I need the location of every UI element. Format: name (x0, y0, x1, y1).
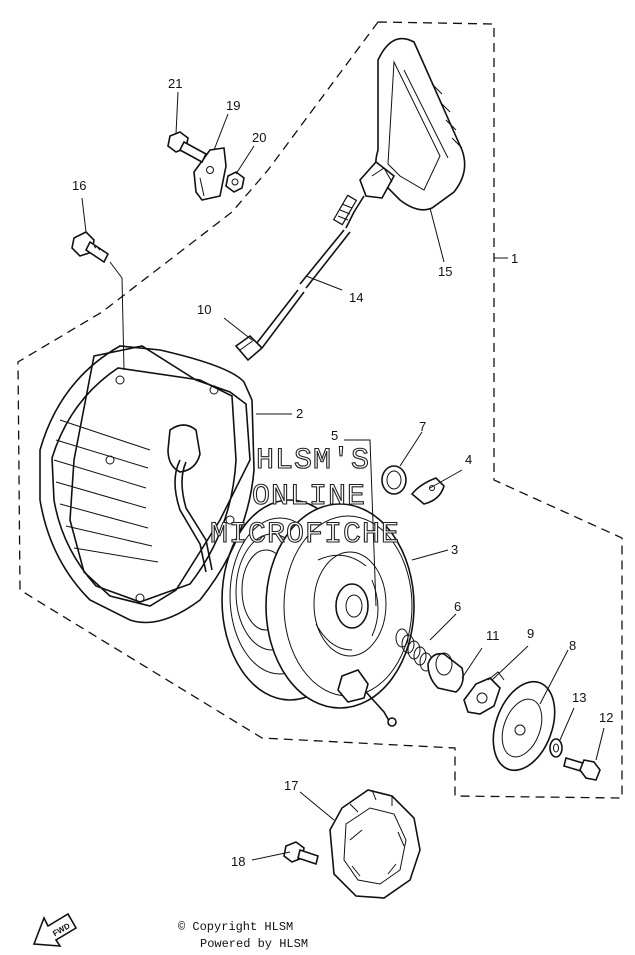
spring-6 (395, 628, 433, 672)
circlip-7 (381, 465, 407, 495)
watermark-line-3: MICROFICHE (210, 518, 400, 552)
watermark-line-2: ONLINE (252, 480, 366, 514)
callout-2: 2 (296, 406, 303, 421)
callout-3: 3 (451, 542, 458, 557)
bolt-16 (71, 231, 125, 371)
callout-19: 19 (226, 98, 240, 113)
callouts: 1 2 3 4 5 6 7 8 9 10 11 12 13 14 15 16 1… (72, 76, 613, 869)
callout-21: 21 (168, 76, 182, 91)
callout-5: 5 (331, 428, 338, 443)
callout-4: 4 (465, 452, 472, 467)
drive-pulley (221, 499, 415, 727)
leader-lines (81, 91, 605, 861)
callout-17: 17 (284, 778, 298, 793)
callout-18: 18 (231, 854, 245, 869)
pulley-cover-17 (329, 789, 421, 899)
friction-plate-8 (492, 680, 556, 772)
callout-20: 20 (252, 130, 266, 145)
callout-14: 14 (349, 290, 363, 305)
bolt-12 (563, 756, 601, 781)
callout-9: 9 (527, 626, 534, 641)
callout-11: 11 (486, 628, 500, 643)
rope-grommet (234, 334, 264, 362)
bolt-18 (283, 841, 319, 866)
washer-13 (549, 738, 563, 758)
watermark: HLSM'S ONLINE MICROFICHE (209, 443, 400, 552)
callout-8: 8 (569, 638, 576, 653)
collar-11 (427, 652, 464, 693)
callout-12: 12 (599, 710, 613, 725)
callout-16: 16 (72, 178, 86, 193)
fwd-arrow-icon: FWD (32, 912, 78, 947)
powered-by-text: Powered by HLSM (200, 937, 308, 951)
callout-13: 13 (572, 690, 586, 705)
footer: © Copyright HLSM Powered by HLSM (178, 920, 308, 951)
copyright-text: © Copyright HLSM (178, 920, 293, 934)
nut-20 (225, 171, 245, 193)
callout-7: 7 (419, 419, 426, 434)
watermark-line-1: HLSM'S (256, 444, 370, 478)
callout-15: 15 (438, 264, 452, 279)
pawl-4 (410, 477, 445, 505)
starter-handle (359, 37, 466, 211)
starter-case (39, 345, 255, 624)
ratchet-9 (463, 671, 505, 715)
callout-1: 1 (511, 251, 518, 266)
callout-10: 10 (197, 302, 211, 317)
starter-rope (255, 194, 365, 349)
callout-6: 6 (454, 599, 461, 614)
bolt-21 (167, 131, 208, 164)
